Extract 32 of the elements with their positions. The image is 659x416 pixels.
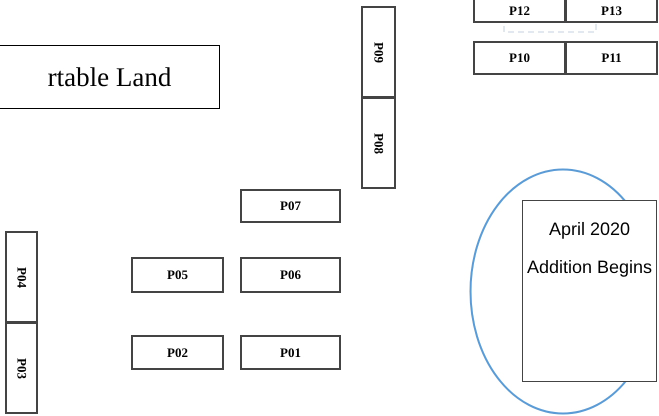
plot-box [5, 231, 38, 323]
note-text: April 2020 [548, 218, 630, 241]
plot-label: P08 [370, 132, 386, 154]
plot-label: P02 [167, 344, 188, 360]
plot-box [5, 322, 38, 414]
plot-label: P11 [601, 50, 622, 66]
note-box [522, 200, 657, 382]
plot-box [473, 41, 566, 75]
plot-box [240, 189, 341, 223]
plot-label: P04 [14, 266, 30, 288]
plot-label: P06 [280, 267, 301, 283]
plot-label: P09 [370, 42, 386, 62]
plot-box [131, 335, 224, 370]
plot-box [361, 97, 396, 189]
plot-box [240, 257, 341, 293]
plot-label: P03 [14, 358, 30, 378]
plot-label: P10 [509, 50, 530, 66]
plot-label: P05 [167, 267, 188, 283]
plot-label: P07 [280, 198, 301, 214]
plot-label: P01 [280, 344, 301, 360]
plot-box [240, 335, 341, 370]
title-box [0, 45, 220, 109]
circle-outline [469, 168, 657, 415]
plot-box [565, 41, 658, 75]
plot-label: P12 [509, 2, 530, 18]
note-text: Addition Begins [526, 256, 652, 280]
title-text: rtable Land [48, 62, 172, 92]
plot-box [565, 0, 658, 23]
plot-box [131, 257, 224, 293]
plot-label: P13 [601, 2, 622, 18]
plot-box [361, 6, 396, 98]
plot-box [473, 0, 566, 23]
